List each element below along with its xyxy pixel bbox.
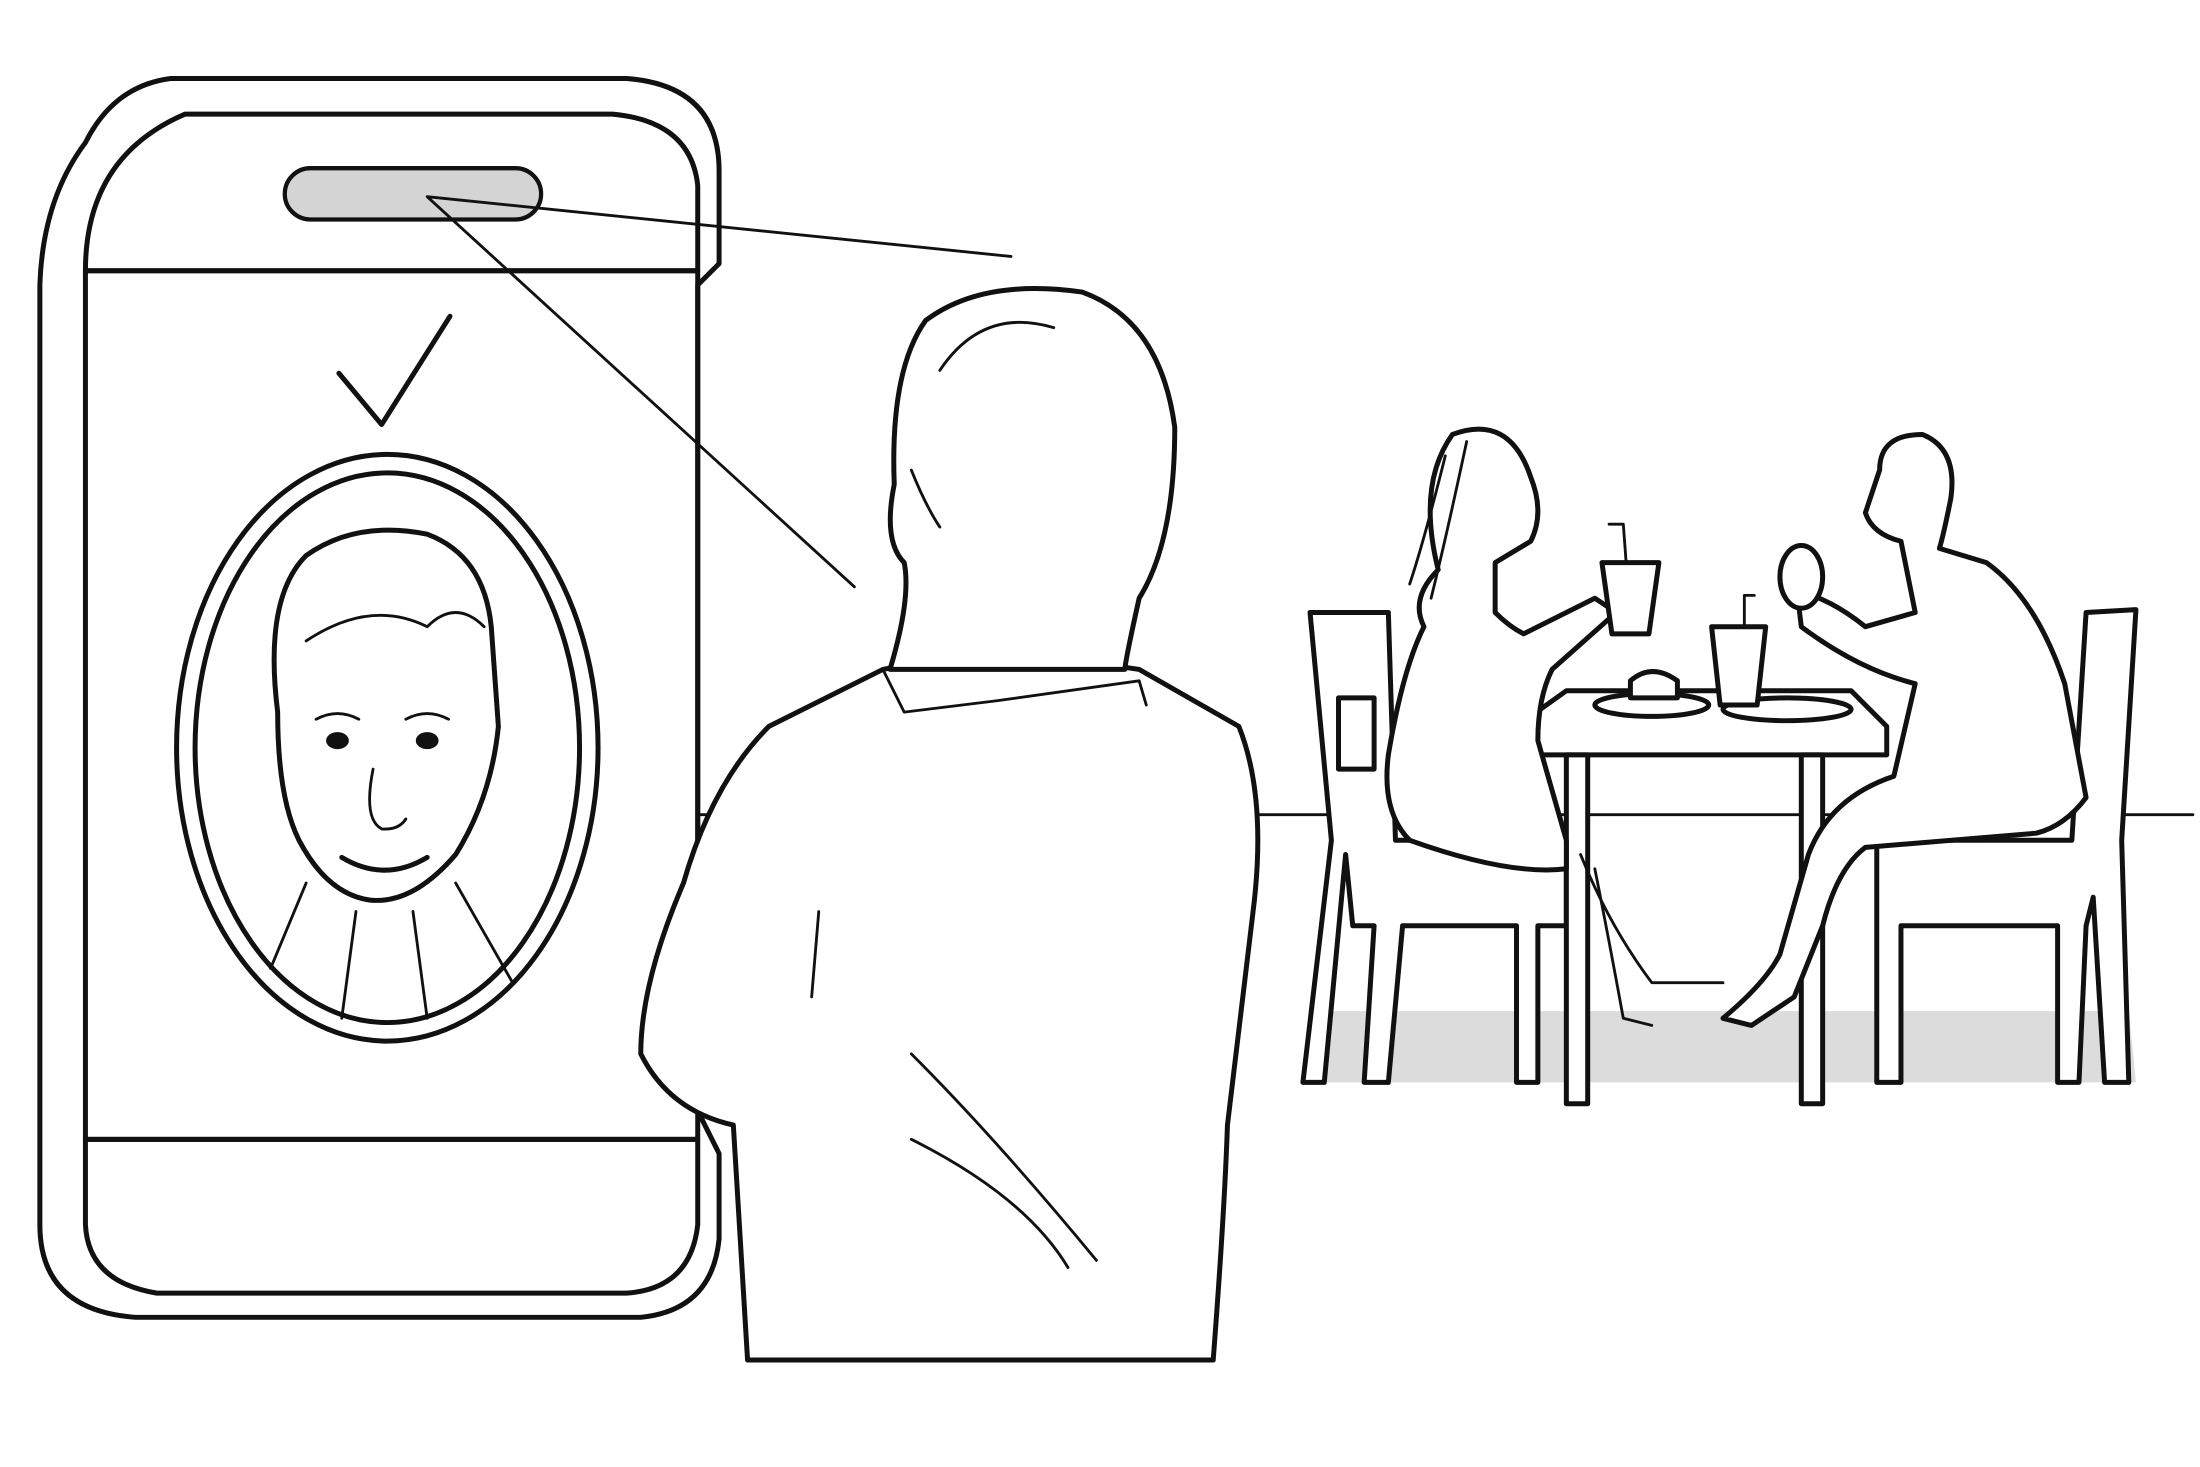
woman-diner bbox=[1384, 426, 1725, 1027]
table bbox=[1514, 593, 1890, 1107]
smartphone bbox=[37, 75, 722, 1320]
man-diner bbox=[1720, 431, 2089, 1028]
chair-right bbox=[1874, 607, 2139, 1085]
scan-lines bbox=[425, 195, 1013, 589]
drink-cup bbox=[1709, 624, 1769, 708]
man-back-view bbox=[638, 286, 1261, 1363]
checkmark-icon bbox=[336, 313, 453, 427]
floor-shadow bbox=[1317, 1011, 2136, 1083]
face-sensor bbox=[282, 166, 544, 222]
face-portrait-icon bbox=[269, 527, 515, 1020]
